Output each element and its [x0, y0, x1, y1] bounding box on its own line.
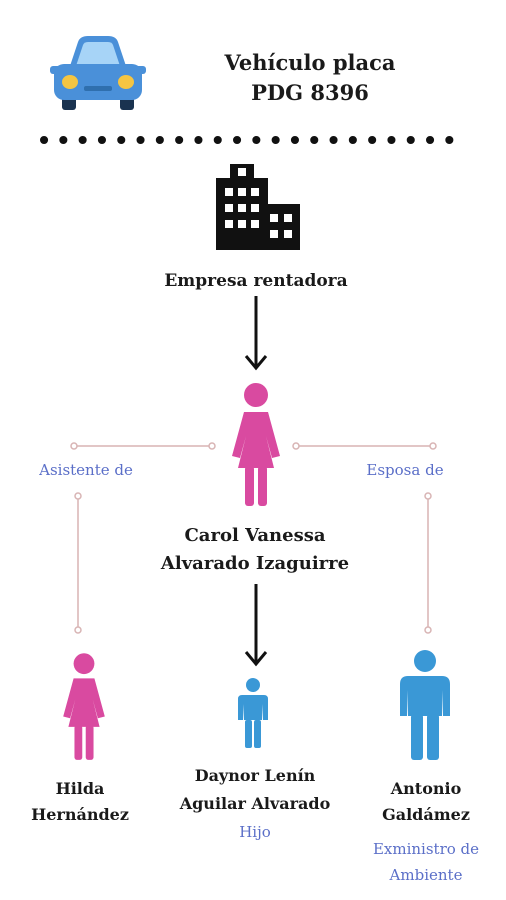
vehicle-plate: PDG 8396: [251, 80, 369, 105]
building-icon: [216, 164, 300, 250]
child-icon: [238, 678, 268, 748]
woman-icon: [63, 653, 105, 760]
arrow-down-icon: [244, 296, 268, 371]
person-antonio-name: Antonio Galdámez: [356, 776, 496, 828]
person-antonio-role-line2: Ambiente: [389, 866, 463, 884]
center-person-name-line2: Alvarado Izaguirre: [160, 553, 350, 574]
dotted-divider: [40, 136, 470, 144]
company-label: Empresa rentadora: [164, 271, 348, 291]
vehicle-title-line1: Vehículo placa: [224, 50, 396, 75]
person-daynor-role: Hijo: [239, 823, 271, 841]
person-antonio-role: Exministro de Ambiente: [352, 836, 500, 888]
person-daynor-name: Daynor Lenín Aguilar Alvarado: [150, 762, 360, 818]
person-hilda-name-line1: Hilda: [55, 779, 105, 798]
center-person-name: Carol Vanessa Alvarado Izaguirre: [130, 522, 380, 578]
man-icon: [400, 650, 450, 760]
woman-icon: [232, 383, 280, 506]
car-icon: [50, 36, 146, 110]
relation-right: Esposa de: [366, 461, 444, 479]
person-antonio-role-line1: Exministro de: [372, 840, 480, 858]
person-antonio-name-line1: Antonio: [390, 779, 462, 798]
person-daynor-name-line1: Daynor Lenín: [194, 766, 316, 785]
person-hilda-name: Hilda Hernández: [10, 776, 150, 828]
person-hilda-name-line2: Hernández: [31, 805, 129, 824]
relation-left: Asistente de: [39, 461, 133, 479]
vehicle-title: Vehículo placa PDG 8396: [180, 48, 440, 108]
center-person-name-line1: Carol Vanessa: [184, 525, 326, 546]
person-antonio-name-line2: Galdámez: [382, 805, 470, 824]
arrow-down-icon: [244, 584, 268, 667]
person-daynor-name-line2: Aguilar Alvarado: [179, 794, 331, 813]
